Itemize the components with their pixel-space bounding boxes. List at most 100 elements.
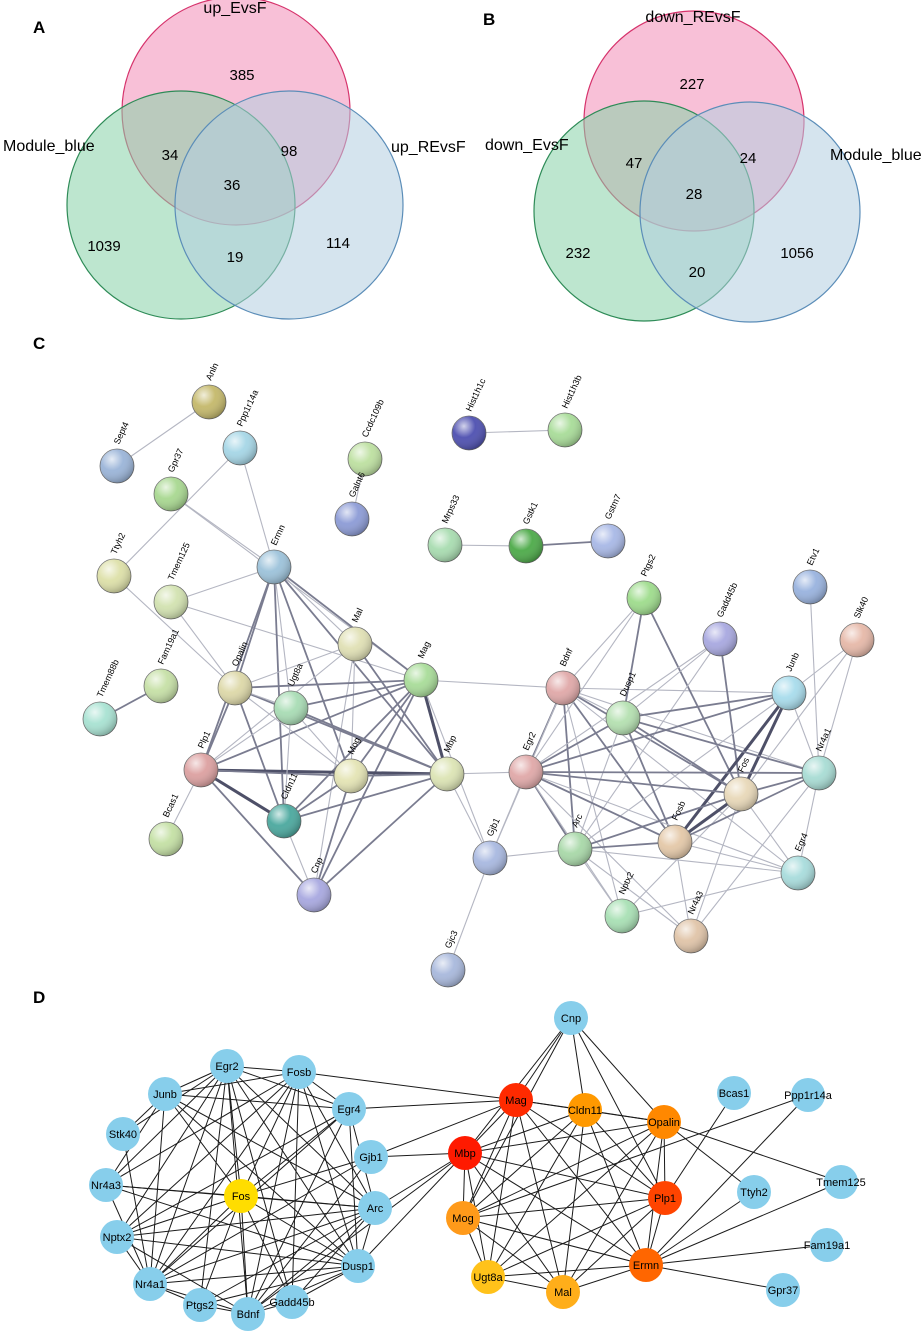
- node-sphere-shade: [218, 671, 252, 705]
- panel-c-letter: C: [33, 334, 45, 353]
- node-circle: [275, 1285, 309, 1319]
- string-node-egr2: Egr2: [508, 730, 544, 790]
- venn-a-count-only-left: 1039: [87, 238, 120, 255]
- string-node-etv1: Etv1: [792, 546, 828, 605]
- node-sphere-shade: [154, 585, 188, 619]
- string-node-ppp1r14a: Ppp1r14a: [222, 388, 261, 466]
- cyto-node-mog: Mog: [446, 1201, 480, 1235]
- node-sphere-shade: [546, 671, 580, 705]
- edge-mag-ugt8a: [290, 679, 422, 709]
- string-node-gjc3: Gjc3: [430, 929, 466, 988]
- node-circle: [183, 1288, 217, 1322]
- venn-b-set-right-label: Module_blue: [830, 147, 922, 164]
- cyto-node-ttyh2: Ttyh2: [737, 1175, 771, 1209]
- edge-slk40-nr4a1: [818, 639, 858, 774]
- node-circle: [471, 1260, 505, 1294]
- edge-junb-arc: [574, 692, 790, 850]
- edge-bdnf-fos: [562, 687, 742, 795]
- cyto-node-label: Gadd45b: [269, 1297, 314, 1309]
- edge-opalin-mbp: [464, 1121, 665, 1154]
- venn-b-count-only-top: 227: [679, 76, 704, 93]
- cyto-node-junb: Junb: [148, 1077, 182, 1111]
- edge-plp1-mog: [200, 769, 352, 777]
- edge-arc-bdnf: [247, 1207, 376, 1315]
- edge-ptgs2-fos: [643, 597, 742, 795]
- node-circle: [210, 1049, 244, 1083]
- cyto-node-cldn11: Cldn11: [568, 1093, 602, 1127]
- venn-a-circle-right: [174, 90, 404, 320]
- edge-arc-egr4: [574, 848, 799, 874]
- cyto-node-egr4: Egr4: [332, 1092, 366, 1126]
- string-node-gjb1: Gjb1: [472, 816, 508, 876]
- panel-a-letter: A: [33, 18, 45, 37]
- edge-gadd45b-arc: [574, 638, 721, 850]
- string-node-dusp1: Dusp1: [605, 670, 641, 736]
- cyto-node-label: Tmem125: [816, 1177, 866, 1189]
- string-node-plp1: Plp1: [183, 729, 219, 788]
- cyto-node-ugt8a: Ugt8a: [471, 1260, 505, 1294]
- edge-mag-mal: [515, 1099, 564, 1293]
- node-sphere-shade: [83, 702, 117, 736]
- cyto-node-dusp1: Dusp1: [341, 1249, 375, 1283]
- edge-fosb-egr4: [674, 841, 799, 874]
- node-sphere-shade: [154, 477, 188, 511]
- cyto-node-ppp1r14a: Ppp1r14a: [784, 1078, 833, 1112]
- edge-fos-arc: [240, 1195, 376, 1209]
- node-circle: [647, 1105, 681, 1139]
- node-circle: [568, 1093, 602, 1127]
- edge-fosb-gadd45b: [291, 1071, 300, 1303]
- node-circle: [824, 1165, 858, 1199]
- node-sphere-shade: [509, 529, 543, 563]
- node-circle: [499, 1083, 533, 1117]
- string-node-label: Ptgs2: [639, 553, 658, 578]
- cyto-node-fos: Fos: [224, 1179, 258, 1213]
- cyto-node-label: Opalin: [648, 1117, 680, 1129]
- string-node-label: Ugt8a: [286, 662, 305, 688]
- node-sphere-shade: [223, 431, 257, 465]
- string-node-mbp: Mbp: [429, 734, 465, 792]
- node-circle: [446, 1201, 480, 1235]
- edge-egr2-gadd45b: [226, 1065, 293, 1303]
- string-node-label: Ppp1r14a: [235, 388, 261, 428]
- cyto-node-egr2: Egr2: [210, 1049, 244, 1083]
- node-sphere-shade: [184, 753, 218, 787]
- venn-a-count-top-right: 98: [281, 143, 298, 160]
- edge-ppp1r14a-ttyh2: [113, 447, 241, 577]
- edge-slk40-fos: [740, 639, 858, 795]
- cyto-node-gadd45b: Gadd45b: [269, 1285, 315, 1319]
- edge-mog-cnp: [313, 775, 352, 896]
- string-node-ermn: Ermn: [256, 523, 292, 585]
- node-circle: [224, 1179, 258, 1213]
- node-sphere-shade: [509, 755, 543, 789]
- string-node-label: Fosb: [670, 799, 688, 821]
- edge-opalin-ugt8a: [487, 1121, 665, 1278]
- cyto-node-mag: Mag: [499, 1083, 533, 1117]
- edge-fosb-nptx2: [116, 1071, 300, 1238]
- node-circle: [341, 1249, 375, 1283]
- edge-egr4-nptx2: [116, 1108, 350, 1238]
- edge-junb-egr2: [525, 692, 790, 773]
- node-sphere-shade: [793, 570, 827, 604]
- edge-dusp1-nr4a1: [622, 717, 820, 774]
- cyto-node-label: Fos: [232, 1191, 251, 1203]
- edge-gjb1-bdnf: [247, 1156, 372, 1315]
- venn-a-count-bottom: 19: [227, 249, 244, 266]
- edge-mal-mbp: [354, 643, 448, 775]
- edge-mbp-mal: [464, 1152, 564, 1293]
- edge-ppp1r14a-mog: [462, 1094, 809, 1219]
- panel-d-letter: D: [33, 988, 45, 1007]
- node-circle: [448, 1136, 482, 1170]
- edge-fosb-junb: [164, 1071, 300, 1095]
- cyto-node-label: Nptx2: [103, 1232, 132, 1244]
- string-node-label: Egr2: [521, 730, 538, 751]
- edge-fos-nptx2: [116, 1195, 242, 1238]
- edge-fosb-fos: [240, 1071, 300, 1197]
- node-sphere-shade: [548, 413, 582, 447]
- edge-dusp1-egr2: [525, 717, 624, 773]
- edge-gjb1-gjc3: [447, 857, 491, 971]
- edge-egr2-nr4a3: [525, 771, 692, 937]
- edge-arc-nr4a1: [149, 1207, 376, 1285]
- edge-mbp-ugt8a: [290, 707, 448, 775]
